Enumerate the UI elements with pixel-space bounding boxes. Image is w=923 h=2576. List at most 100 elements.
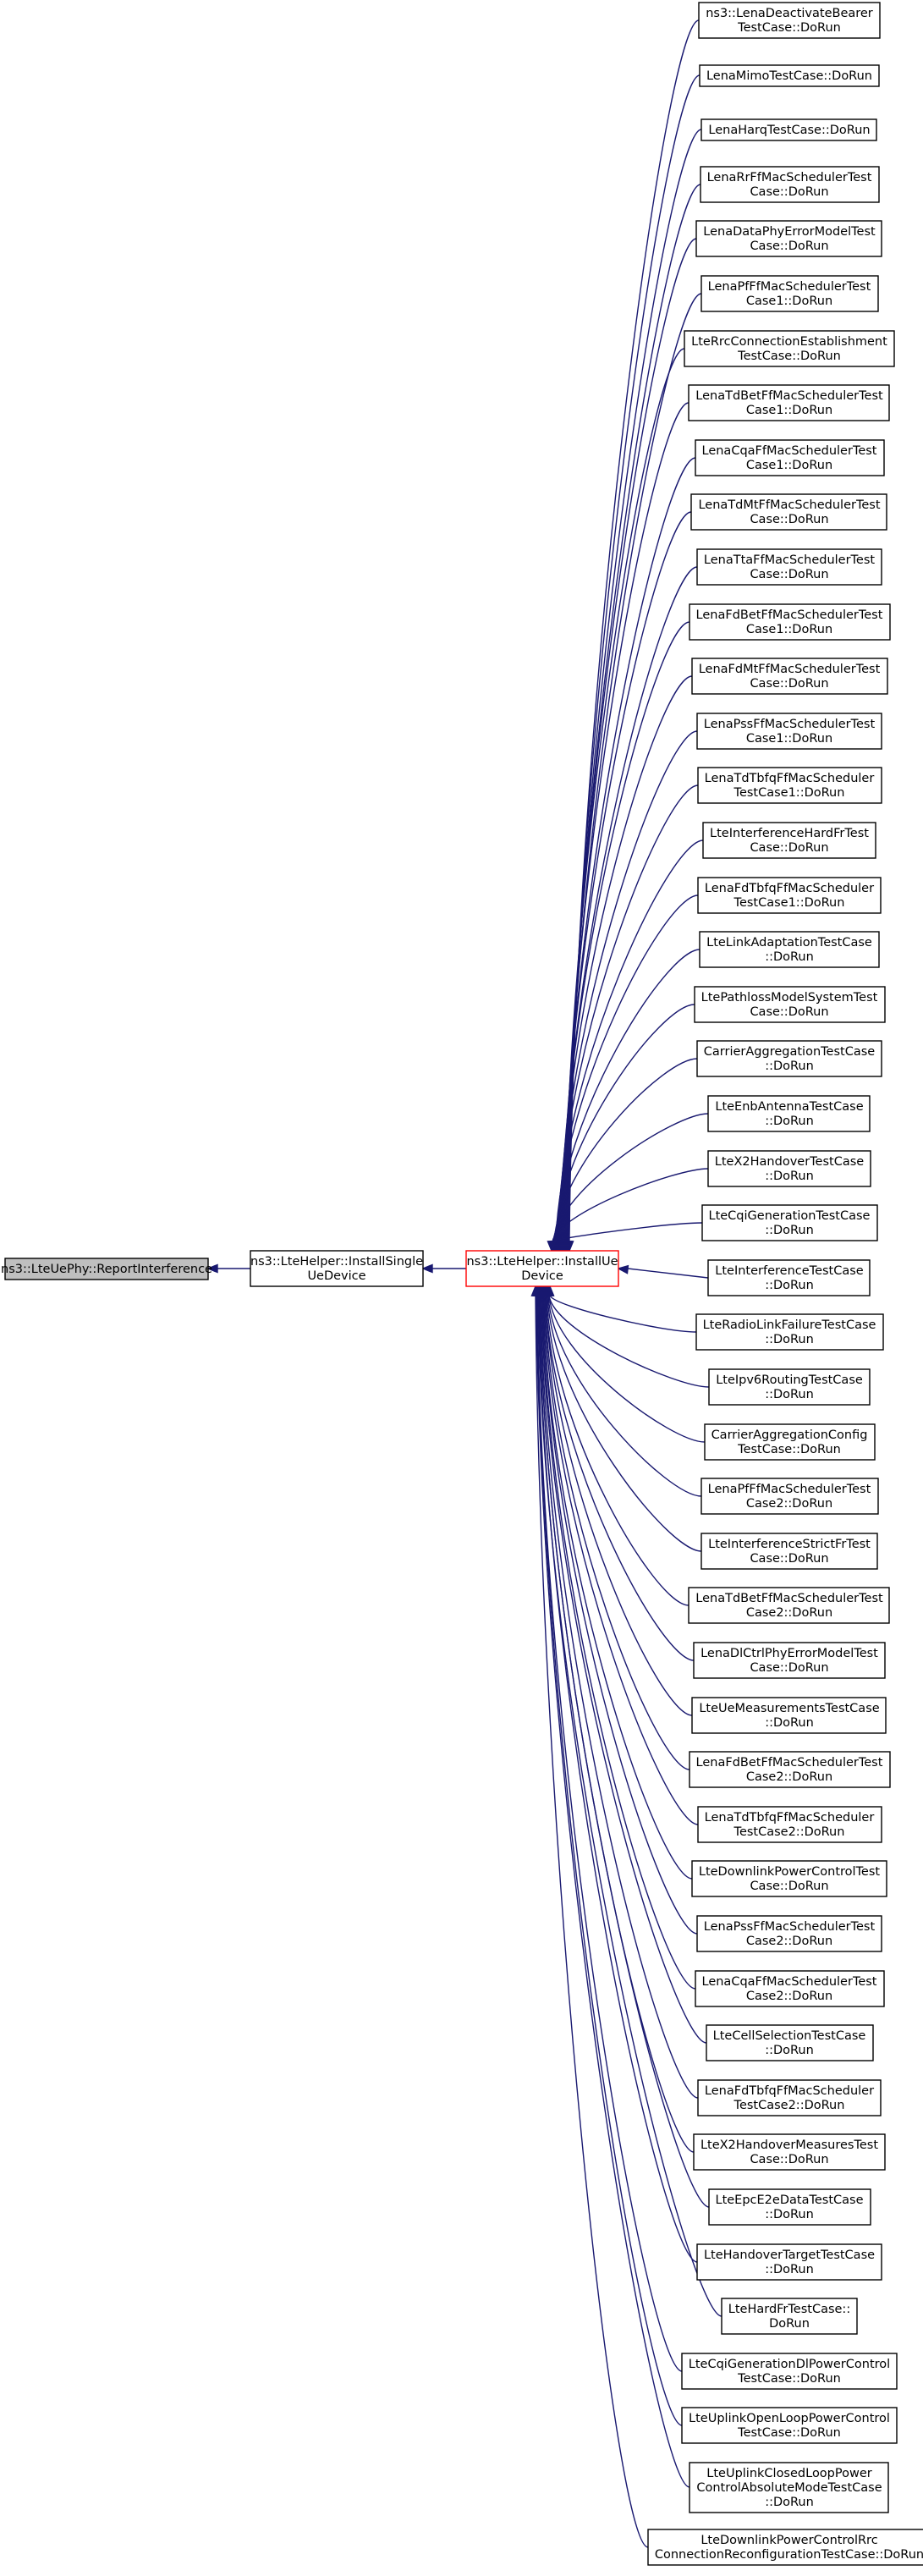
- edge-caller-13: [558, 675, 693, 1242]
- node-report-interference[interactable]: ns3::LteUePhy::ReportInterference: [1, 1258, 212, 1280]
- node-caller-47[interactable]: LteDownlinkPowerControlRrcConnectionReco…: [647, 2529, 923, 2566]
- node-caller-8-label: Case1::DoRun: [746, 404, 832, 417]
- node-caller-25-box: [695, 1313, 884, 1351]
- node-caller-40-box: [693, 2133, 886, 2171]
- node-caller-22[interactable]: LteX2HandoverTestCase::DoRun: [707, 1150, 871, 1187]
- node-caller-26[interactable]: LteIpv6RoutingTestCase::DoRun: [708, 1368, 871, 1406]
- node-caller-25[interactable]: LteRadioLinkFailureTestCase::DoRun: [695, 1313, 884, 1351]
- node-caller-35-label: Case::DoRun: [750, 1880, 828, 1893]
- node-caller-11-label: LenaTtaFfMacSchedulerTest: [704, 553, 876, 567]
- node-caller-32[interactable]: LteUeMeasurementsTestCase::DoRun: [691, 1697, 887, 1734]
- node-caller-42[interactable]: LteHandoverTargetTestCase::DoRun: [696, 2243, 882, 2281]
- node-caller-25-label: ::DoRun: [765, 1333, 814, 1346]
- node-caller-18[interactable]: LteLinkAdaptationTestCase::DoRun: [699, 931, 880, 968]
- node-install-single-ue-device-label: ns3::LteHelper::InstallSingle: [250, 1255, 423, 1269]
- node-caller-44[interactable]: LteCqiGenerationDlPowerControlTestCase::…: [681, 2353, 898, 2390]
- node-caller-20[interactable]: CarrierAggregationTestCase::DoRun: [696, 1040, 882, 1077]
- node-caller-6-label: LenaPfFfMacSchedulerTest: [708, 280, 871, 294]
- node-caller-45-box: [681, 2407, 898, 2444]
- edge-caller-47-arrow: [530, 1285, 541, 1296]
- node-caller-15-box: [697, 767, 882, 804]
- node-caller-3[interactable]: LenaHarqTestCase::DoRun: [700, 118, 877, 141]
- node-caller-10-label: Case::DoRun: [750, 513, 828, 526]
- node-caller-24[interactable]: LteInterferenceTestCase::DoRun: [707, 1259, 871, 1296]
- node-caller-43[interactable]: LteHardFrTestCase::DoRun: [721, 2298, 858, 2335]
- node-caller-23[interactable]: LteCqiGenerationTestCase::DoRun: [701, 1204, 878, 1241]
- node-caller-33-label: Case2::DoRun: [746, 1770, 832, 1784]
- node-caller-19-box: [694, 986, 886, 1023]
- node-caller-43-box: [721, 2298, 858, 2335]
- node-caller-29-label: LteInterferenceStrictFrTest: [708, 1538, 871, 1551]
- edge-caller-45: [536, 1295, 683, 2426]
- node-caller-20-box: [696, 1040, 882, 1077]
- node-caller-3-label: LenaHarqTestCase::DoRun: [708, 124, 870, 137]
- node-caller-2[interactable]: LenaMimoTestCase::DoRun: [699, 64, 880, 87]
- node-caller-13-label: Case::DoRun: [750, 677, 828, 691]
- node-caller-46[interactable]: LteUplinkClosedLoopPowerControlAbsoluteM…: [689, 2462, 889, 2513]
- node-caller-40-label: LteX2HandoverMeasuresTest: [700, 2138, 878, 2152]
- node-caller-42-label: LteHandoverTargetTestCase: [704, 2248, 875, 2262]
- node-caller-15-label: TestCase1::DoRun: [733, 786, 845, 800]
- node-caller-37-label: Case2::DoRun: [746, 1990, 832, 2003]
- node-caller-14-label: Case1::DoRun: [746, 732, 832, 746]
- node-install-single-ue-device-box: [250, 1250, 424, 1287]
- node-caller-43-label: DoRun: [769, 2317, 810, 2331]
- node-caller-7[interactable]: LteRrcConnectionEstablishmentTestCase::D…: [684, 330, 895, 367]
- node-caller-24-label: LteInterferenceTestCase: [715, 1264, 864, 1278]
- node-caller-45-label: LteUplinkOpenLoopPowerControl: [689, 2412, 890, 2425]
- node-caller-2-box: [699, 64, 880, 87]
- node-caller-41-box: [708, 2188, 871, 2226]
- edge-caller-19: [554, 1004, 695, 1242]
- node-caller-19-label: Case::DoRun: [750, 1005, 828, 1019]
- node-caller-21[interactable]: LteEnbAntennaTestCase::DoRun: [707, 1095, 871, 1132]
- node-caller-29-box: [700, 1533, 878, 1570]
- node-caller-41[interactable]: LteEpcE2eDataTestCase::DoRun: [708, 2188, 871, 2226]
- node-install-single-ue-device-label: UeDevice: [307, 1269, 365, 1283]
- node-caller-28-label: Case2::DoRun: [746, 1497, 832, 1511]
- node-caller-45[interactable]: LteUplinkOpenLoopPowerControlTestCase::D…: [681, 2407, 898, 2444]
- node-caller-13-box: [691, 658, 888, 695]
- node-caller-15-label: LenaTdTbfqFfMacScheduler: [705, 772, 875, 785]
- node-caller-35-box: [691, 1860, 887, 1897]
- node-caller-12-box: [689, 603, 891, 641]
- node-caller-38[interactable]: LteCellSelectionTestCase::DoRun: [706, 2024, 874, 2061]
- node-caller-46-label: ControlAbsoluteModeTestCase: [696, 2481, 882, 2495]
- edge-caller-21: [552, 1113, 709, 1242]
- node-caller-14-label: LenaPssFfMacSchedulerTest: [704, 718, 876, 731]
- node-caller-18-label: LteLinkAdaptationTestCase: [706, 936, 872, 949]
- node-caller-25-label: LteRadioLinkFailureTestCase: [703, 1318, 876, 1332]
- edge-caller-37: [541, 1295, 696, 1990]
- edge-caller-34: [543, 1295, 699, 1825]
- node-caller-5-box: [695, 220, 882, 257]
- node-caller-18-label: ::DoRun: [765, 950, 814, 964]
